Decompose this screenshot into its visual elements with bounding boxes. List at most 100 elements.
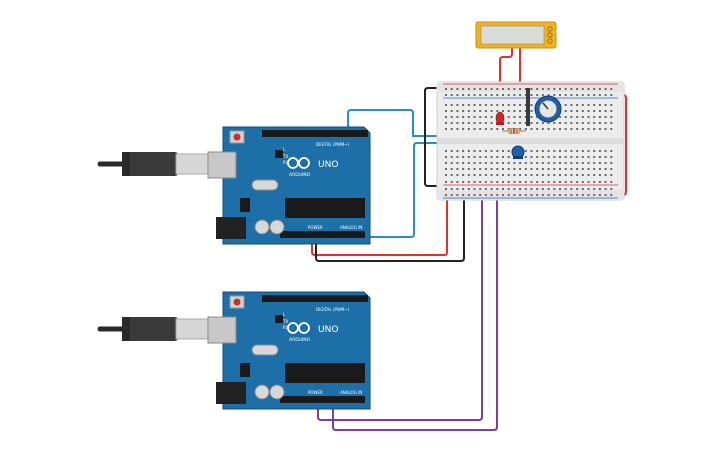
breadboard-hole <box>564 174 567 176</box>
breadboard-hole <box>593 162 596 164</box>
breadboard-hole <box>587 88 590 90</box>
breadboard-hole <box>541 188 544 190</box>
breadboard-hole <box>467 181 470 183</box>
breadboard-hole <box>479 122 482 124</box>
breadboard-hole <box>559 128 561 130</box>
breadboard-hole <box>467 150 470 152</box>
breadboard-hole <box>598 122 601 124</box>
breadboard-hole <box>473 188 476 190</box>
breadboard-hole <box>450 122 453 124</box>
breadboard-hole <box>467 188 470 190</box>
breadboard-hole <box>553 150 556 152</box>
arduino-top[interactable]: UNO ARDUINO DIGITAL (PWM~) POWER ANALOG … <box>97 126 371 245</box>
wire-blue-1[interactable] <box>347 109 448 137</box>
breadboard-hole <box>593 156 596 158</box>
breadboard-hole <box>604 88 607 90</box>
temperature-sensor[interactable] <box>511 145 525 159</box>
wire-purple-1[interactable] <box>317 187 483 421</box>
resistor[interactable] <box>502 128 526 134</box>
breadboard-hole <box>604 128 607 130</box>
breadboard-hole <box>473 150 476 152</box>
breadboard-hole <box>570 181 573 183</box>
breadboard-hole <box>490 162 493 164</box>
breadboard-hole <box>553 156 556 158</box>
breadboard-hole <box>604 122 607 124</box>
breadboard-hole <box>513 122 516 124</box>
breadboard-hole <box>450 116 453 118</box>
breadboard-hole <box>570 150 573 152</box>
breadboard-hole <box>467 110 470 112</box>
breadboard-hole <box>467 168 470 170</box>
breadboard-hole <box>456 188 459 190</box>
breadboard-hole <box>536 181 539 183</box>
breadboard-hole <box>559 181 561 183</box>
breadboard-hole <box>553 181 556 183</box>
led-red[interactable] <box>495 111 505 125</box>
breadboard-hole <box>581 168 584 170</box>
breadboard-hole <box>559 150 561 152</box>
potentiometer[interactable] <box>534 95 562 123</box>
breadboard-hole <box>536 194 539 196</box>
rx-label: RX <box>283 325 289 330</box>
breadboard-hole <box>456 181 459 183</box>
breadboard[interactable] <box>436 81 625 201</box>
breadboard-hole <box>587 188 590 190</box>
breadboard-hole <box>604 162 607 164</box>
breadboard-hole <box>587 104 590 106</box>
breadboard-hole <box>564 162 567 164</box>
breadboard-hole <box>450 94 453 96</box>
breadboard-hole <box>524 168 527 170</box>
breadboard-hole <box>530 88 533 90</box>
wire-purple-2[interactable] <box>332 187 498 431</box>
breadboard-hole <box>559 188 561 190</box>
breadboard-hole <box>553 122 556 124</box>
breadboard-hole <box>490 104 493 106</box>
breadboard-hole <box>604 181 607 183</box>
l-label: L <box>283 312 286 317</box>
breadboard-hole <box>570 188 573 190</box>
breadboard-hole <box>581 110 584 112</box>
breadboard-hole <box>593 194 596 196</box>
breadboard-hole <box>484 156 487 158</box>
breadboard-hole <box>479 174 482 176</box>
breadboard-hole <box>519 188 522 190</box>
breadboard-hole <box>587 116 590 118</box>
pushbutton-component[interactable] <box>526 88 530 126</box>
breadboard-hole <box>484 168 487 170</box>
breadboard-hole <box>502 128 504 130</box>
breadboard-hole <box>513 104 516 106</box>
breadboard-hole <box>564 168 567 170</box>
breadboard-hole <box>502 162 504 164</box>
breadboard-hole <box>479 162 482 164</box>
wire-black-2[interactable] <box>424 87 443 187</box>
breadboard-hole <box>496 174 499 176</box>
breadboard-hole <box>593 150 596 152</box>
breadboard-hole <box>473 116 476 118</box>
breadboard-hole <box>490 188 493 190</box>
wire-red-1[interactable] <box>311 192 448 256</box>
breadboard-hole <box>587 181 590 183</box>
breadboard-hole <box>610 88 613 90</box>
arduino-bottom[interactable]: UNO ARDUINO DIGITAL (PWM~) POWER ANALOG … <box>97 291 371 410</box>
breadboard-hole <box>587 110 590 112</box>
breadboard-hole <box>553 162 556 164</box>
breadboard-hole <box>598 104 601 106</box>
breadboard-hole <box>570 88 573 90</box>
breadboard-hole <box>502 188 504 190</box>
breadboard-hole <box>598 128 601 130</box>
breadboard-hole <box>507 162 510 164</box>
wire-red-lcd-2[interactable] <box>499 48 513 112</box>
breadboard-hole <box>576 188 579 190</box>
breadboard-hole <box>450 162 453 164</box>
breadboard-hole <box>536 88 539 90</box>
breadboard-hole <box>450 194 453 196</box>
breadboard-hole <box>513 116 516 118</box>
lcd-display[interactable] <box>475 21 557 49</box>
breadboard-hole <box>610 116 613 118</box>
breadboard-hole <box>576 110 579 112</box>
breadboard-hole <box>484 181 487 183</box>
infinity-logo-icon <box>287 157 310 169</box>
wire-black-1[interactable] <box>315 192 465 262</box>
breadboard-hole <box>496 181 499 183</box>
breadboard-hole <box>519 168 522 170</box>
